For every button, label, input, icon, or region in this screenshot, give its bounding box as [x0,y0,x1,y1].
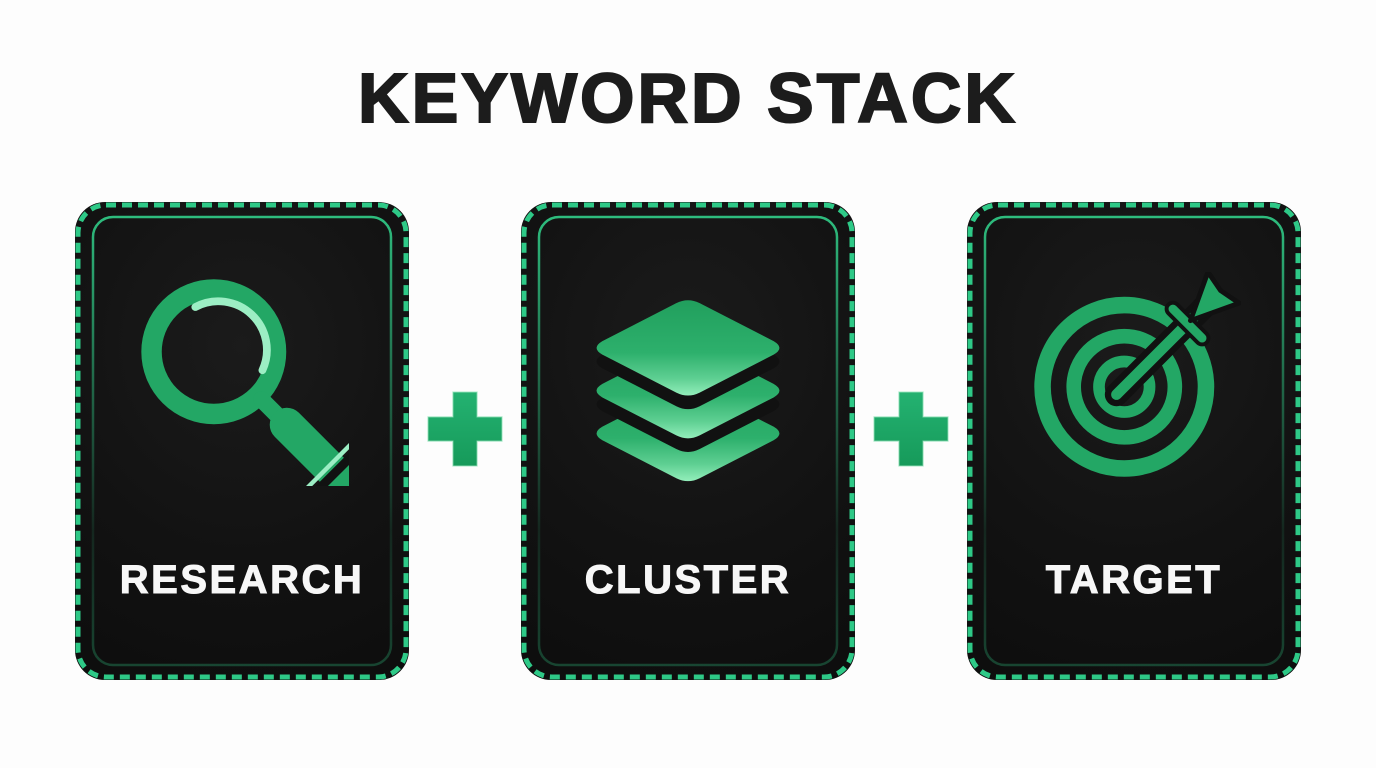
plus-icon [427,391,503,467]
card-research: RESEARCH [75,202,409,680]
plus-separator-2 [855,202,967,680]
page-title: KEYWORD STACK [357,58,1018,138]
plus-separator-1 [409,202,521,680]
cards-row: RESEARCH CLUSTER [75,202,1301,680]
card-cluster: CLUSTER [521,202,855,680]
magnifier-icon [135,272,349,486]
plus-icon [873,391,949,467]
card-target: TARGET [967,202,1301,680]
card-label-research: RESEARCH [119,558,365,603]
layers-icon [581,272,795,486]
card-label-target: TARGET [1045,558,1223,603]
target-icon [1027,272,1241,486]
card-label-cluster: CLUSTER [584,558,792,603]
